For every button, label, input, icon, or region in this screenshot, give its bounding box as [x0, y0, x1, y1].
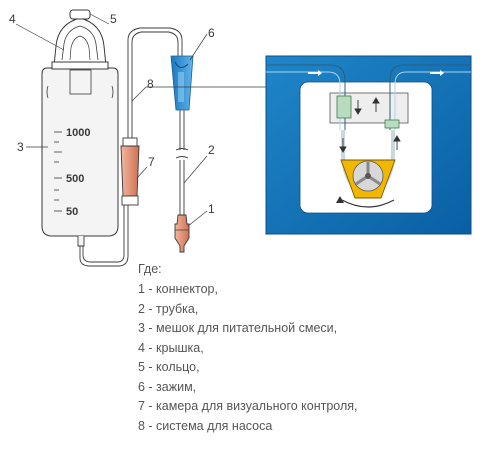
legend-item-3: 3 - мешок для питательной смеси,	[138, 321, 338, 335]
roller-clamp	[170, 55, 194, 111]
bag-scale-ticks	[54, 131, 62, 212]
callout-3: 3	[17, 140, 24, 154]
legend-item-4: 4 - крышка,	[138, 340, 204, 355]
pump-inset	[265, 55, 472, 235]
leader-lines	[15, 13, 272, 227]
legend-title: Где:	[138, 262, 162, 276]
bag-ring	[69, 9, 91, 20]
scale-label-500: 500	[66, 173, 84, 185]
callout-numbers: 4 5 3 6 8 7 2 1	[9, 12, 215, 216]
scale-label-1000: 1000	[66, 127, 90, 139]
legend-item-8: 8 - система для насоса	[138, 418, 273, 433]
connector	[174, 214, 190, 253]
legend-item-2: 2 - трубка,	[138, 301, 199, 316]
legend-item-1: 1 - коннектор,	[138, 282, 218, 296]
callout-5: 5	[110, 12, 117, 26]
legend-item-7: 7 - камера для визуального контроля,	[138, 399, 358, 413]
callout-4: 4	[9, 12, 16, 26]
callout-2: 2	[208, 143, 215, 157]
bag-cap	[51, 17, 109, 70]
callout-6: 6	[208, 26, 215, 40]
scale-label-50: 50	[66, 206, 78, 218]
legend-item-5: 5 - кольцо,	[138, 360, 200, 374]
callout-7: 7	[148, 155, 155, 169]
drip-chamber	[120, 137, 140, 206]
legend-item-6: 6 - зажим,	[138, 379, 197, 394]
legend-list: 1 - коннектор, 2 - трубка, 3 - мешок для…	[138, 280, 358, 436]
callout-1: 1	[208, 202, 215, 216]
callout-8: 8	[147, 77, 154, 91]
feeding-set-diagram: 1000 500 50	[9, 9, 472, 267]
pump-rotor	[340, 159, 396, 199]
feeding-bag: 1000 500 50	[41, 67, 119, 247]
tubing	[79, 27, 185, 267]
tube-break-mark	[175, 148, 189, 159]
